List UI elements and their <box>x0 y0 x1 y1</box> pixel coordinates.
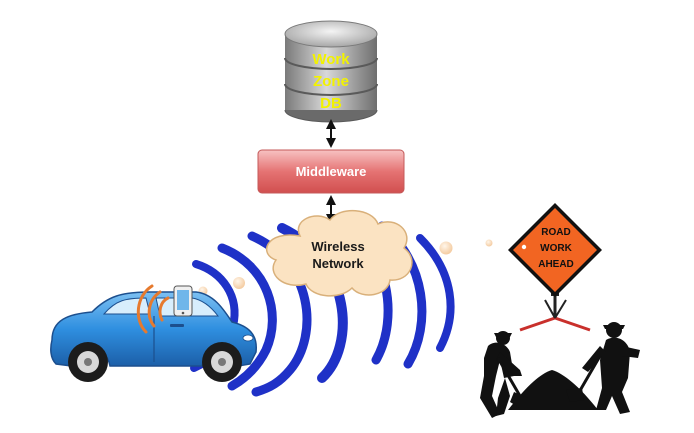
sign-line-1: ROAD <box>541 227 570 238</box>
car-icon <box>50 291 257 382</box>
cloud-label-line-2: Network <box>312 256 364 271</box>
sign-line-3: AHEAD <box>538 259 574 270</box>
middleware-box: Middleware <box>257 149 405 194</box>
signal-icon <box>136 284 170 334</box>
sign-line-2: WORK <box>540 243 572 254</box>
database-label-line-1: Work <box>312 51 350 68</box>
worker-icon <box>480 331 528 418</box>
middleware-label: Middleware <box>296 164 367 179</box>
cloud-icon: Wireless Network <box>265 209 413 297</box>
cloud-label-line-1: Wireless <box>311 239 364 254</box>
database-label-line-3: DB <box>320 95 342 112</box>
car-wheel-rear <box>68 342 108 382</box>
database-icon: Work Zone DB <box>284 20 378 123</box>
database-label-line-2: Zone <box>313 73 349 90</box>
road-sign-icon: ROAD WORK AHEAD <box>508 203 602 332</box>
smartphone-icon <box>173 285 193 317</box>
car-wheel-front <box>202 342 242 382</box>
worker-icon <box>566 322 640 414</box>
